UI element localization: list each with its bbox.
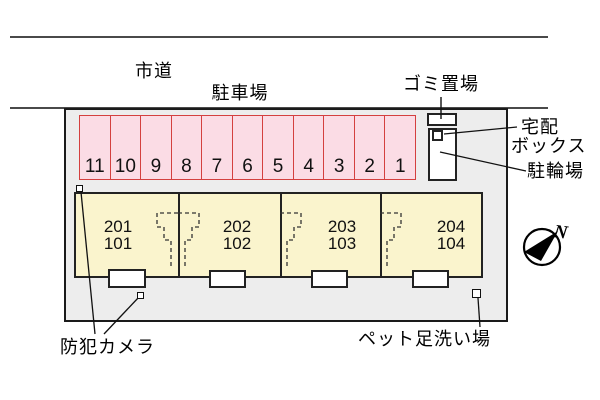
parking-stall-6: 6: [231, 116, 263, 179]
unit-lower-number: 101: [103, 234, 133, 253]
parking-stall-9: 9: [140, 116, 171, 179]
parking-stall-5: 5: [262, 116, 293, 179]
parking-stall-4: 4: [292, 116, 324, 179]
compass: N: [522, 221, 570, 267]
pet-wash-leader-line: [477, 297, 481, 328]
stair-symbol-unit-2: [178, 212, 200, 268]
parking-stall-2: 2: [353, 116, 385, 179]
road-upper-line: [10, 36, 548, 38]
porch-unit-3: [311, 270, 348, 288]
camera-leader-line-1: [80, 191, 96, 335]
unit-upper-number: 202: [222, 217, 252, 236]
parking-stall-7: 7: [201, 116, 232, 179]
pet-wash-label: ペット足洗い場: [358, 329, 491, 349]
porch-unit-4: [412, 270, 449, 288]
unit-lower-number: 102: [222, 234, 252, 253]
parking-stall-1: 1: [384, 116, 415, 179]
delivery-box-label-line2: ボックス: [511, 136, 587, 156]
unit-upper-number: 203: [327, 217, 357, 236]
parking-stall-11: 11: [84, 156, 105, 177]
parking-label: 駐車場: [211, 83, 269, 103]
garbage-area-box: [427, 113, 457, 126]
delivery-box-label-line1: 宅配: [521, 117, 559, 137]
porch-unit-1: [108, 269, 146, 288]
security-camera-marker-2: [137, 292, 144, 299]
security-camera-marker-1: [76, 185, 83, 192]
stair-symbol-unit-3: [280, 212, 302, 268]
parking-stall-3: 3: [323, 116, 354, 179]
unit-lower-number: 103: [327, 234, 357, 253]
stair-symbol-unit-1: [156, 212, 178, 268]
pet-wash-marker: [472, 289, 481, 298]
parking-stall-8: 8: [170, 116, 202, 179]
parking-lot: 11 10 9 8 7 6 5 4 3 2 1: [79, 115, 416, 180]
road-label: 市道: [135, 61, 173, 81]
unit-lower-number: 104: [436, 234, 466, 253]
unit-upper-number: 201: [103, 217, 133, 236]
delivery-leader-line: [443, 126, 518, 135]
delivery-box-label: 宅配 ボックス: [511, 118, 586, 156]
delivery-box: [432, 130, 443, 141]
porch-unit-2: [209, 270, 246, 288]
bicycle-parking-label: 駐輪場: [527, 161, 584, 181]
stair-symbol-unit-4: [380, 212, 402, 268]
compass-north-letter: N: [551, 221, 570, 244]
unit-upper-number: 204: [436, 217, 466, 236]
parking-stall-10: 10: [109, 116, 141, 179]
security-camera-label: 防犯カメラ: [60, 337, 155, 357]
bicycle-leader-line: [439, 151, 527, 172]
garbage-label: ゴミ置場: [403, 74, 479, 94]
camera-leader-line-2: [103, 296, 140, 335]
compass-needle: [524, 231, 558, 261]
